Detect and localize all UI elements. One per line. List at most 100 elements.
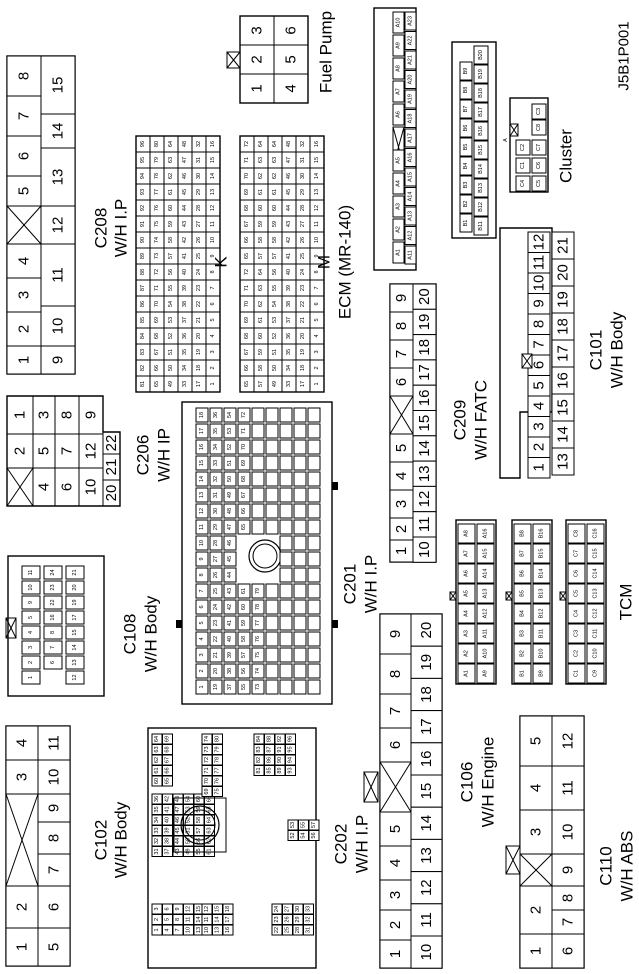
pin-14: 14 bbox=[196, 916, 202, 922]
pin-A16: A16 bbox=[408, 153, 414, 163]
pin-63: 63 bbox=[258, 285, 264, 291]
pin-C16: C16 bbox=[593, 528, 599, 538]
pin-1: 1 bbox=[12, 411, 29, 419]
pin-12: 12 bbox=[50, 217, 67, 234]
pin-12: 12 bbox=[416, 491, 433, 508]
pin-30: 30 bbox=[295, 906, 301, 912]
pin-30: 30 bbox=[196, 173, 202, 179]
pin-19: 19 bbox=[418, 654, 435, 671]
pin-9: 9 bbox=[199, 557, 205, 560]
pin-C11: C11 bbox=[593, 629, 599, 639]
pin-22: 22 bbox=[274, 927, 280, 933]
pin-60: 60 bbox=[196, 796, 202, 802]
pin-72: 72 bbox=[244, 269, 250, 275]
pin-1: 1 bbox=[14, 943, 31, 951]
pin-5: 5 bbox=[165, 918, 171, 921]
pin-2: 2 bbox=[14, 903, 31, 911]
pin-22: 22 bbox=[196, 301, 202, 307]
pin-9: 9 bbox=[46, 804, 63, 812]
pin-48: 48 bbox=[227, 508, 233, 514]
pin-2: 2 bbox=[393, 525, 410, 533]
pin-53: 53 bbox=[227, 428, 233, 434]
pin-8: 8 bbox=[387, 670, 404, 678]
pin-B16: B16 bbox=[539, 529, 545, 539]
pin-B14: B14 bbox=[478, 164, 484, 174]
c202-latch-icon bbox=[363, 771, 379, 803]
pin-83: 83 bbox=[140, 349, 146, 355]
pin-47: 47 bbox=[286, 157, 292, 163]
pin-11: 11 bbox=[210, 221, 216, 227]
c102-desc: W/H Body bbox=[112, 801, 131, 878]
pin-1: 1 bbox=[154, 928, 160, 931]
c102-blank-marker bbox=[5, 793, 39, 887]
pin-59: 59 bbox=[258, 349, 264, 355]
pin-11: 11 bbox=[560, 780, 577, 796]
pin-52: 52 bbox=[272, 333, 278, 339]
pin-13: 13 bbox=[199, 492, 205, 498]
c206-desc: W/H IP bbox=[155, 428, 174, 482]
pin-15: 15 bbox=[418, 783, 435, 800]
pin-62: 62 bbox=[258, 301, 264, 307]
pin-7: 7 bbox=[46, 866, 63, 874]
pin-36: 36 bbox=[213, 412, 219, 418]
pin-64: 64 bbox=[168, 141, 174, 147]
pin-37: 37 bbox=[165, 848, 171, 854]
pin-8: 8 bbox=[175, 918, 181, 921]
pin-9: 9 bbox=[560, 866, 577, 874]
pin-69: 69 bbox=[204, 788, 210, 794]
pin-18: 18 bbox=[199, 412, 205, 418]
pin-49: 49 bbox=[272, 381, 278, 387]
pin-27: 27 bbox=[285, 906, 291, 912]
pin-66: 66 bbox=[165, 767, 171, 773]
pin-A5: A5 bbox=[464, 590, 470, 597]
pin-A2: A2 bbox=[464, 650, 470, 657]
pin-13: 13 bbox=[50, 169, 67, 186]
pin-14: 14 bbox=[72, 644, 78, 650]
pin-64: 64 bbox=[272, 141, 278, 147]
pin-28: 28 bbox=[295, 927, 301, 933]
pin-27: 27 bbox=[300, 221, 306, 227]
cluster-a-label: A bbox=[503, 138, 509, 142]
pin-1: 1 bbox=[393, 547, 410, 555]
pin-21: 21 bbox=[555, 237, 572, 254]
pin-56: 56 bbox=[272, 269, 278, 275]
pin-11: 11 bbox=[416, 517, 433, 533]
pin-4: 4 bbox=[210, 334, 216, 337]
pin-A9: A9 bbox=[396, 42, 402, 49]
pin-20: 20 bbox=[72, 584, 78, 590]
pin-60: 60 bbox=[241, 604, 247, 610]
pin-51: 51 bbox=[168, 349, 174, 355]
pin-C2: C2 bbox=[574, 650, 580, 657]
pin-48: 48 bbox=[286, 141, 292, 147]
pin-9: 9 bbox=[28, 601, 34, 604]
pin-59: 59 bbox=[272, 221, 278, 227]
pin-68: 68 bbox=[244, 205, 250, 211]
pin-8: 8 bbox=[199, 573, 205, 576]
cluster-c-latch-icon bbox=[509, 123, 519, 137]
pin-C14: C14 bbox=[593, 568, 599, 578]
pin-C10: C10 bbox=[593, 648, 599, 658]
c202-code: C202 bbox=[332, 824, 351, 865]
pin-19: 19 bbox=[555, 291, 572, 308]
tcm-latch-icon bbox=[505, 591, 513, 601]
pin-C9: C9 bbox=[593, 670, 599, 677]
pin-A5: A5 bbox=[396, 157, 402, 164]
pin-46: 46 bbox=[175, 817, 181, 823]
pin-C13: C13 bbox=[593, 588, 599, 598]
pin-C4: C4 bbox=[520, 180, 526, 187]
pin-16: 16 bbox=[210, 141, 216, 147]
pin-B4: B4 bbox=[520, 610, 526, 617]
pin-95: 95 bbox=[288, 746, 294, 752]
pin-84: 84 bbox=[140, 333, 146, 339]
pin-2: 2 bbox=[28, 661, 34, 664]
pin-44: 44 bbox=[227, 572, 233, 578]
c101-desc: W/H Body bbox=[608, 311, 627, 388]
pin-60: 60 bbox=[168, 205, 174, 211]
pin-88: 88 bbox=[140, 269, 146, 275]
pin-9: 9 bbox=[210, 254, 216, 257]
pin-78: 78 bbox=[154, 173, 160, 179]
pin-37: 37 bbox=[182, 317, 188, 323]
